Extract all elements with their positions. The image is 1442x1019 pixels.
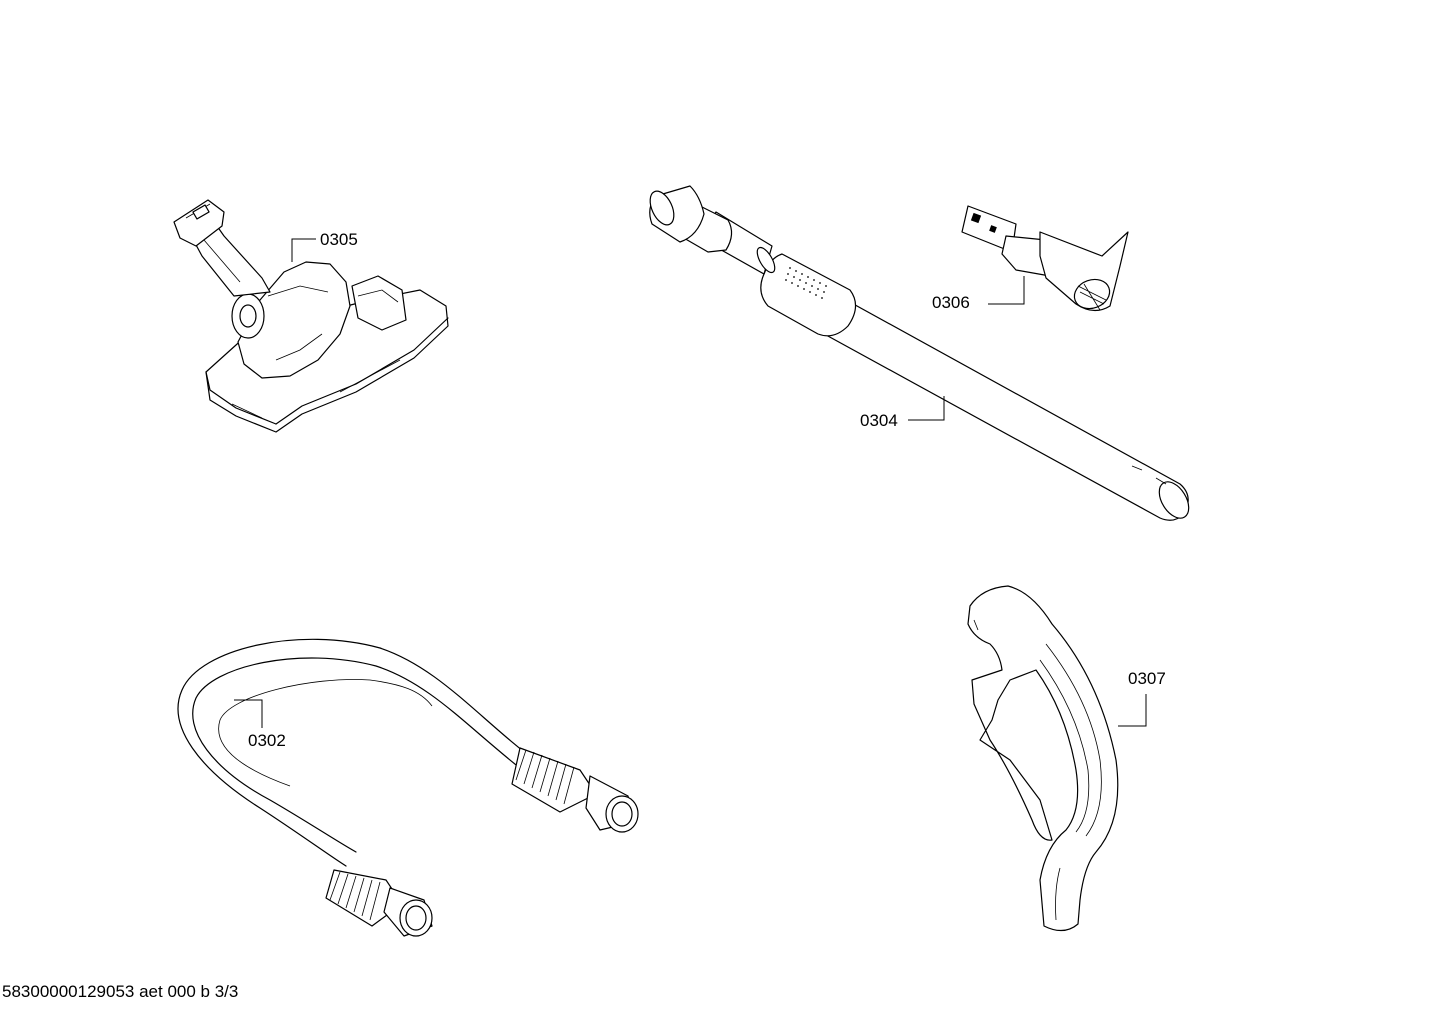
part-upholstery-nozzle	[961, 205, 1129, 312]
callout-0307: 0307	[1118, 669, 1166, 727]
callout-0304: 0304	[860, 396, 945, 430]
callout-0302: 0302	[234, 699, 286, 750]
part-handle	[967, 585, 1119, 932]
callout-label: 0304	[860, 411, 898, 430]
callout-label: 0305	[320, 230, 358, 249]
part-telescopic-tube	[649, 185, 1190, 521]
callout-0306: 0306	[932, 276, 1025, 312]
callout-label: 0307	[1128, 669, 1166, 688]
callout-label: 0306	[932, 293, 970, 312]
part-suction-hose	[177, 638, 639, 937]
callout-0305: 0305	[291, 230, 358, 262]
drawing-code: 58300000129053 aet 000 b 3/3	[2, 982, 239, 1001]
callout-label: 0302	[248, 731, 286, 750]
part-floor-nozzle	[173, 199, 449, 433]
